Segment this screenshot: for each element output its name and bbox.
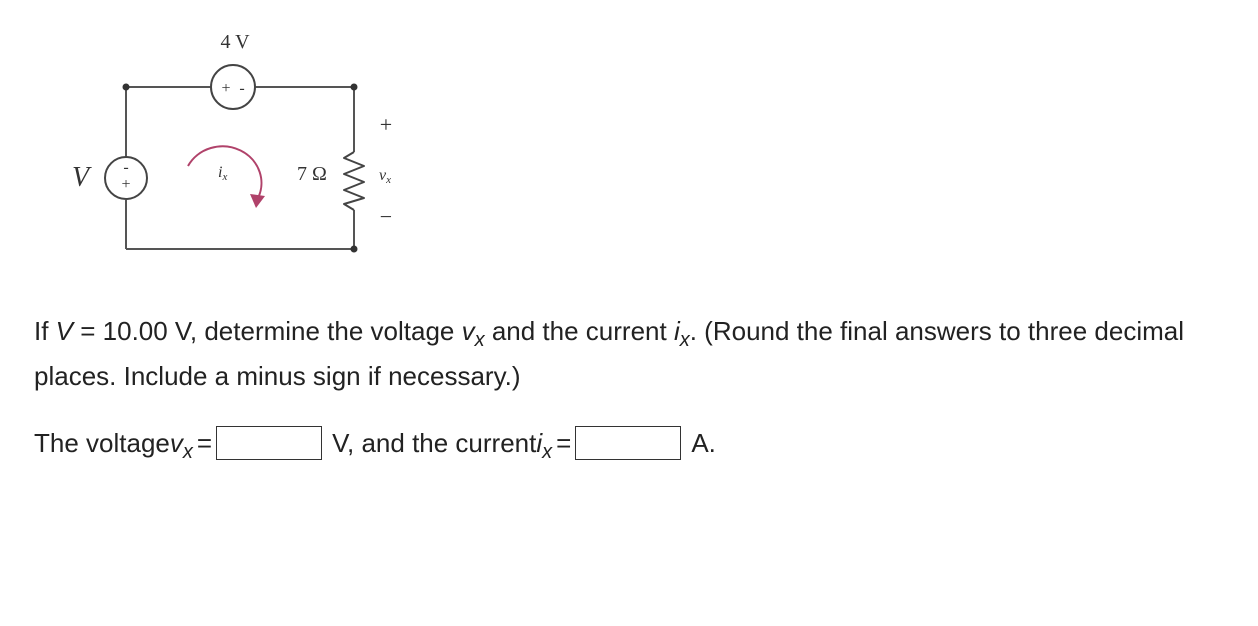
source-4v-label: 4 V	[220, 31, 250, 53]
resistor-7ohm	[343, 151, 365, 211]
resistor-label: 7 Ω	[297, 163, 327, 185]
var-ix: ix	[673, 316, 690, 351]
circuit-wires	[125, 86, 355, 250]
answer-line: The voltage vx = V, and the current ix =…	[34, 422, 716, 464]
question-text: If V = 10.00 V, determine the voltage vx…	[34, 310, 1234, 397]
vx-minus-sign: −	[380, 204, 392, 229]
answer-var-vx: vx	[169, 427, 193, 463]
source-v-minus: -	[123, 159, 128, 176]
answer-var-ix: ix	[536, 427, 553, 463]
node-dot	[350, 83, 358, 91]
vx-plus-sign: +	[380, 112, 392, 137]
source-v-plus: +	[121, 176, 130, 193]
source-v-label: V	[72, 162, 92, 193]
answer-prefix: The voltage	[34, 427, 170, 458]
current-arrowhead-icon	[250, 194, 265, 208]
source-v-symbol	[104, 156, 148, 200]
var-v: V	[55, 316, 74, 346]
var-vx: vx	[461, 316, 485, 351]
question-part: = 10.00 V, determine the voltage	[73, 316, 462, 346]
answer-suffix: A.	[691, 427, 716, 458]
node-dot	[122, 83, 130, 91]
vx-label: vx	[379, 167, 391, 186]
source-4v-plus: +	[221, 80, 230, 97]
question-part: and the current	[484, 316, 674, 346]
current-loop-arrow	[187, 145, 263, 201]
vx-answer-input[interactable]	[216, 426, 323, 460]
equals-sign: =	[556, 427, 572, 458]
ix-label: ix	[218, 164, 227, 183]
ix-answer-input[interactable]	[575, 426, 682, 460]
source-4v-symbol	[210, 64, 256, 110]
node-dot	[350, 245, 358, 253]
question-part: If	[34, 316, 56, 346]
answer-mid: V, and the current	[332, 427, 537, 458]
question-part: . (Round the final answers to three deci…	[34, 316, 1184, 391]
equals-sign: =	[196, 427, 213, 458]
circuit-diagram: + - 4 V - + V 7 Ω + − vx ix	[55, 20, 415, 270]
source-4v-minus: -	[239, 80, 244, 97]
